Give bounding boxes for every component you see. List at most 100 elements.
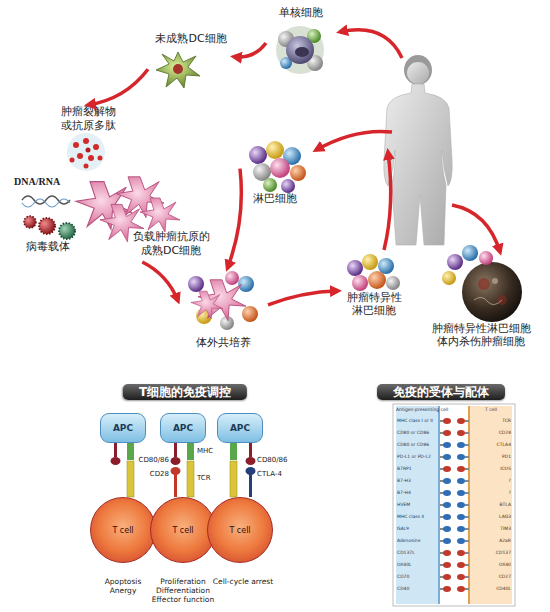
receptor-ligand-chart-part-part <box>457 562 465 568</box>
antigen-dots-part <box>83 138 89 144</box>
antigen-dots-part <box>84 164 89 169</box>
co-culture-cluster-part <box>225 271 239 285</box>
receptor-ligand-chart-part-part <box>457 442 465 448</box>
mature-dc-illustration-part <box>39 218 55 234</box>
cell-label: 肿瘤特异性淋巴细胞 体内杀伤肿瘤细胞 <box>429 322 533 350</box>
receptor-ligand-chart-part-part <box>465 432 469 434</box>
co-culture-cluster-part <box>188 276 204 292</box>
lymphocyte-cluster-part <box>281 179 295 193</box>
receptor-ligand-chart-part-part <box>443 442 451 448</box>
receptor-ligand-label: CTLA4 <box>470 442 511 447</box>
receptor-ligand-label: PD-L1 or PD-L2 <box>397 454 437 459</box>
monocyte-illustration <box>276 26 324 74</box>
receptor-pairs-part <box>230 443 237 460</box>
receptor-ligand-label: OX40L <box>397 562 437 567</box>
receptor-ligand-chart-part-part <box>443 562 451 568</box>
receptor-ligand-chart-part-part <box>465 444 469 446</box>
receptor-ligand-chart-part <box>440 490 469 496</box>
receptor-ligand-label: GAL9 <box>397 526 437 531</box>
receptor-ligand-label: CD40 <box>397 586 437 591</box>
receptor-ligand-chart-part-part <box>465 576 469 578</box>
specific-lymphocyte-cluster-part <box>368 271 386 289</box>
receptor-ligand-chart-part-part <box>443 490 451 496</box>
receptor-pairs-part <box>171 467 181 475</box>
receptor-ligand-chart-part <box>440 514 469 520</box>
outcome-label: Apoptosis Anergy <box>96 577 150 595</box>
flow-arrow <box>228 169 242 268</box>
receptor-pairs-part <box>114 443 117 457</box>
cell-label: 体外共培养 <box>196 336 251 350</box>
receptor-ligand-chart-part-part <box>457 514 465 520</box>
receptor-ligand-label: CD27 <box>470 574 511 579</box>
receptor-pairs-part <box>187 443 194 460</box>
tumor-kill-node: 肿瘤特异性淋巴细胞 体内杀伤肿瘤细胞 <box>412 245 550 349</box>
tumor-kill-illustration-part <box>474 297 502 304</box>
receptor-pairs-part <box>127 443 134 460</box>
molecule-label: TCR <box>197 474 227 482</box>
receptor-ligand-chart-part-part <box>457 502 465 508</box>
receptor-ligand-label: B7-H4 <box>397 490 437 495</box>
receptor-ligand-chart-part <box>440 430 469 436</box>
mature-dc-illustration-part <box>140 198 180 232</box>
receptor-pairs-part <box>111 457 121 465</box>
cell-label: 未成熟DC细胞 <box>155 32 226 46</box>
receptor-ligand-chart-part-part <box>443 502 451 508</box>
t-cell-label: T cell <box>112 526 133 535</box>
molecule-label: MHC <box>197 447 227 455</box>
cycle-arrow-part <box>452 205 500 252</box>
specific-lymphocyte-cluster-part <box>362 254 378 270</box>
receptor-ligand-label: ? <box>470 490 511 495</box>
receptor-ligand-label: CD137L <box>397 550 437 555</box>
tumor-kill-illustration-part <box>492 278 498 284</box>
apc-box: APC <box>100 413 146 443</box>
antigen-node: 肿瘤裂解物 或抗原多肽 <box>55 105 121 175</box>
receptor-ligand-label: B7RP1 <box>397 466 437 471</box>
lymphocyte-node: 淋巴细胞 <box>240 138 310 206</box>
receptor-ligand-chart-part-part <box>457 478 465 484</box>
receptor-ligand-chart-part-part <box>457 574 465 580</box>
receptor-ligand-chart-part <box>440 586 469 592</box>
antigen-dots-part <box>67 133 105 171</box>
receptor-ligand-chart-part-part <box>465 588 469 590</box>
receptor-ligand-chart-part-part <box>443 418 451 424</box>
receptor-ligand-label: MHC class I or II <box>397 418 437 423</box>
lymphocyte-cluster <box>249 141 306 193</box>
receptor-ligand-chart-part-part <box>465 564 469 566</box>
receptor-ligand-label: CD28 <box>470 430 511 435</box>
lymphocyte-cluster-part <box>249 146 267 164</box>
cycle-arrow-part <box>316 131 392 150</box>
immature-dc-illustration-part <box>173 64 183 74</box>
receptor-pairs <box>111 443 256 497</box>
antigen-dots-part <box>93 144 99 150</box>
apc-label: APC <box>230 423 250 433</box>
co-culture-node: 体外共培养 <box>178 268 268 350</box>
tumor-kill-illustration <box>442 245 522 322</box>
tumor-kill-illustration-part <box>462 262 522 322</box>
co-culture-cluster-part <box>242 306 258 322</box>
receptor-ligand-label: TCR <box>470 418 511 423</box>
apc-label: APC <box>173 423 193 433</box>
tumor-kill-illustration-part <box>447 254 463 270</box>
immature-dc-node: 未成熟DC细胞 <box>148 32 234 94</box>
receptor-ligand-chart-part-part <box>443 514 451 520</box>
t-cell-circle: T cell <box>207 497 273 563</box>
flow-arrow <box>234 43 266 57</box>
receptor-ligand-label: CD80 or CD86 <box>397 442 437 447</box>
receptor-ligand-chart-part-part <box>443 466 451 472</box>
receptor-ligand-label: PD1 <box>470 454 511 459</box>
receptor-ligand-label: ? <box>470 478 511 483</box>
receptor-ligand-label: B7-H3 <box>397 478 437 483</box>
specific-lymphocyte-cluster-part <box>378 258 394 274</box>
lymphocyte-cluster-part <box>266 141 284 159</box>
mature-dc-node: 负载肿瘤抗原的 成熟DC细胞 <box>130 230 212 262</box>
receptor-ligand-label: CD80 or CD86 <box>397 430 437 435</box>
receptor-ligand-chart-part <box>440 526 469 532</box>
specific-lymphocyte-cluster-part <box>352 275 368 291</box>
illustration-label: 病毒载体 <box>26 240 76 253</box>
receptor-ligand-label: CD40L <box>470 586 511 591</box>
receptor-ligand-chart-part <box>440 466 469 472</box>
band-label: T cell <box>470 406 512 413</box>
receptor-ligand-chart-part <box>440 538 469 544</box>
